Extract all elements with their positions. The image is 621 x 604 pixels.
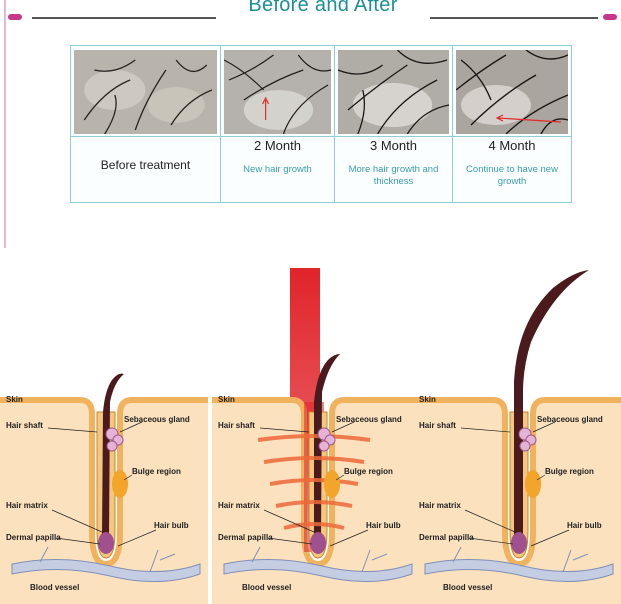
column-label-before: Before treatment xyxy=(100,158,191,172)
label-bulge-region: Bulge region xyxy=(545,467,594,476)
label-blood-vessel: Blood vessel xyxy=(30,583,79,592)
label-hair-bulb: Hair bulb xyxy=(366,521,401,530)
column-note-4-month: Continue to have new growth xyxy=(466,164,558,187)
label-hair-matrix: Hair matrix xyxy=(218,501,260,510)
label-dermal-papilla: Dermal papilla xyxy=(6,533,61,542)
label-sebaceous-gland: Sebaceous gland xyxy=(537,415,603,424)
label-hair-bulb: Hair bulb xyxy=(154,521,189,530)
column-3-month: 3 Month More hair growth and thickness xyxy=(335,46,453,202)
column-note-3-month: More hair growth and thickness xyxy=(348,164,439,187)
column-note-2-month: New hair growth xyxy=(243,164,312,175)
follicle-diagram-after: Skin Hair shaft Sebaceous gland Bulge re… xyxy=(413,262,621,604)
scalp-photo-3-month xyxy=(338,50,449,134)
label-hair-matrix: Hair matrix xyxy=(6,501,48,510)
label-bulge-region: Bulge region xyxy=(132,467,181,476)
follicle-diagram-before: Skin Hair shaft Sebaceous gland Bulge re… xyxy=(0,262,208,604)
label-skin: Skin xyxy=(6,395,23,404)
left-accent-line xyxy=(4,0,6,248)
label-sebaceous-gland: Sebaceous gland xyxy=(124,415,190,424)
follicle-diagram-laser: Skin Hair shaft Sebaceous gland Bulge re… xyxy=(212,262,420,604)
column-label-4-month: 4 Month xyxy=(488,138,536,153)
scalp-photo-4-month xyxy=(456,50,568,134)
label-sebaceous-gland: Sebaceous gland xyxy=(336,415,402,424)
banner-dot-left xyxy=(8,14,22,20)
column-2-month: 2 Month New hair growth xyxy=(221,46,335,202)
label-hair-shaft: Hair shaft xyxy=(6,421,43,430)
label-hair-shaft: Hair shaft xyxy=(419,421,456,430)
before-after-table: Before treatment 2 Month New hair growth xyxy=(70,45,572,203)
scalp-photo-before xyxy=(74,50,217,134)
column-label-2-month: 2 Month xyxy=(254,138,301,153)
banner-line-right xyxy=(430,17,598,19)
grown-hair xyxy=(514,270,589,537)
laser-waves xyxy=(257,434,371,530)
label-hair-shaft: Hair shaft xyxy=(218,421,255,430)
label-dermal-papilla: Dermal papilla xyxy=(218,533,273,542)
scalp-photo-2-month xyxy=(224,50,331,134)
banner-dot-right xyxy=(603,14,617,20)
label-hair-bulb: Hair bulb xyxy=(567,521,602,530)
column-label-3-month: 3 Month xyxy=(370,138,417,153)
label-skin: Skin xyxy=(218,395,235,404)
label-dermal-papilla: Dermal papilla xyxy=(419,533,474,542)
label-hair-matrix: Hair matrix xyxy=(419,501,461,510)
label-blood-vessel: Blood vessel xyxy=(443,583,492,592)
label-blood-vessel: Blood vessel xyxy=(242,583,291,592)
banner-line-left xyxy=(32,17,216,19)
column-before-treatment: Before treatment xyxy=(71,46,221,202)
column-4-month: 4 Month Continue to have new growth xyxy=(453,46,571,202)
label-skin: Skin xyxy=(419,395,436,404)
label-bulge-region: Bulge region xyxy=(344,467,393,476)
banner-title: Before and After xyxy=(248,0,398,16)
